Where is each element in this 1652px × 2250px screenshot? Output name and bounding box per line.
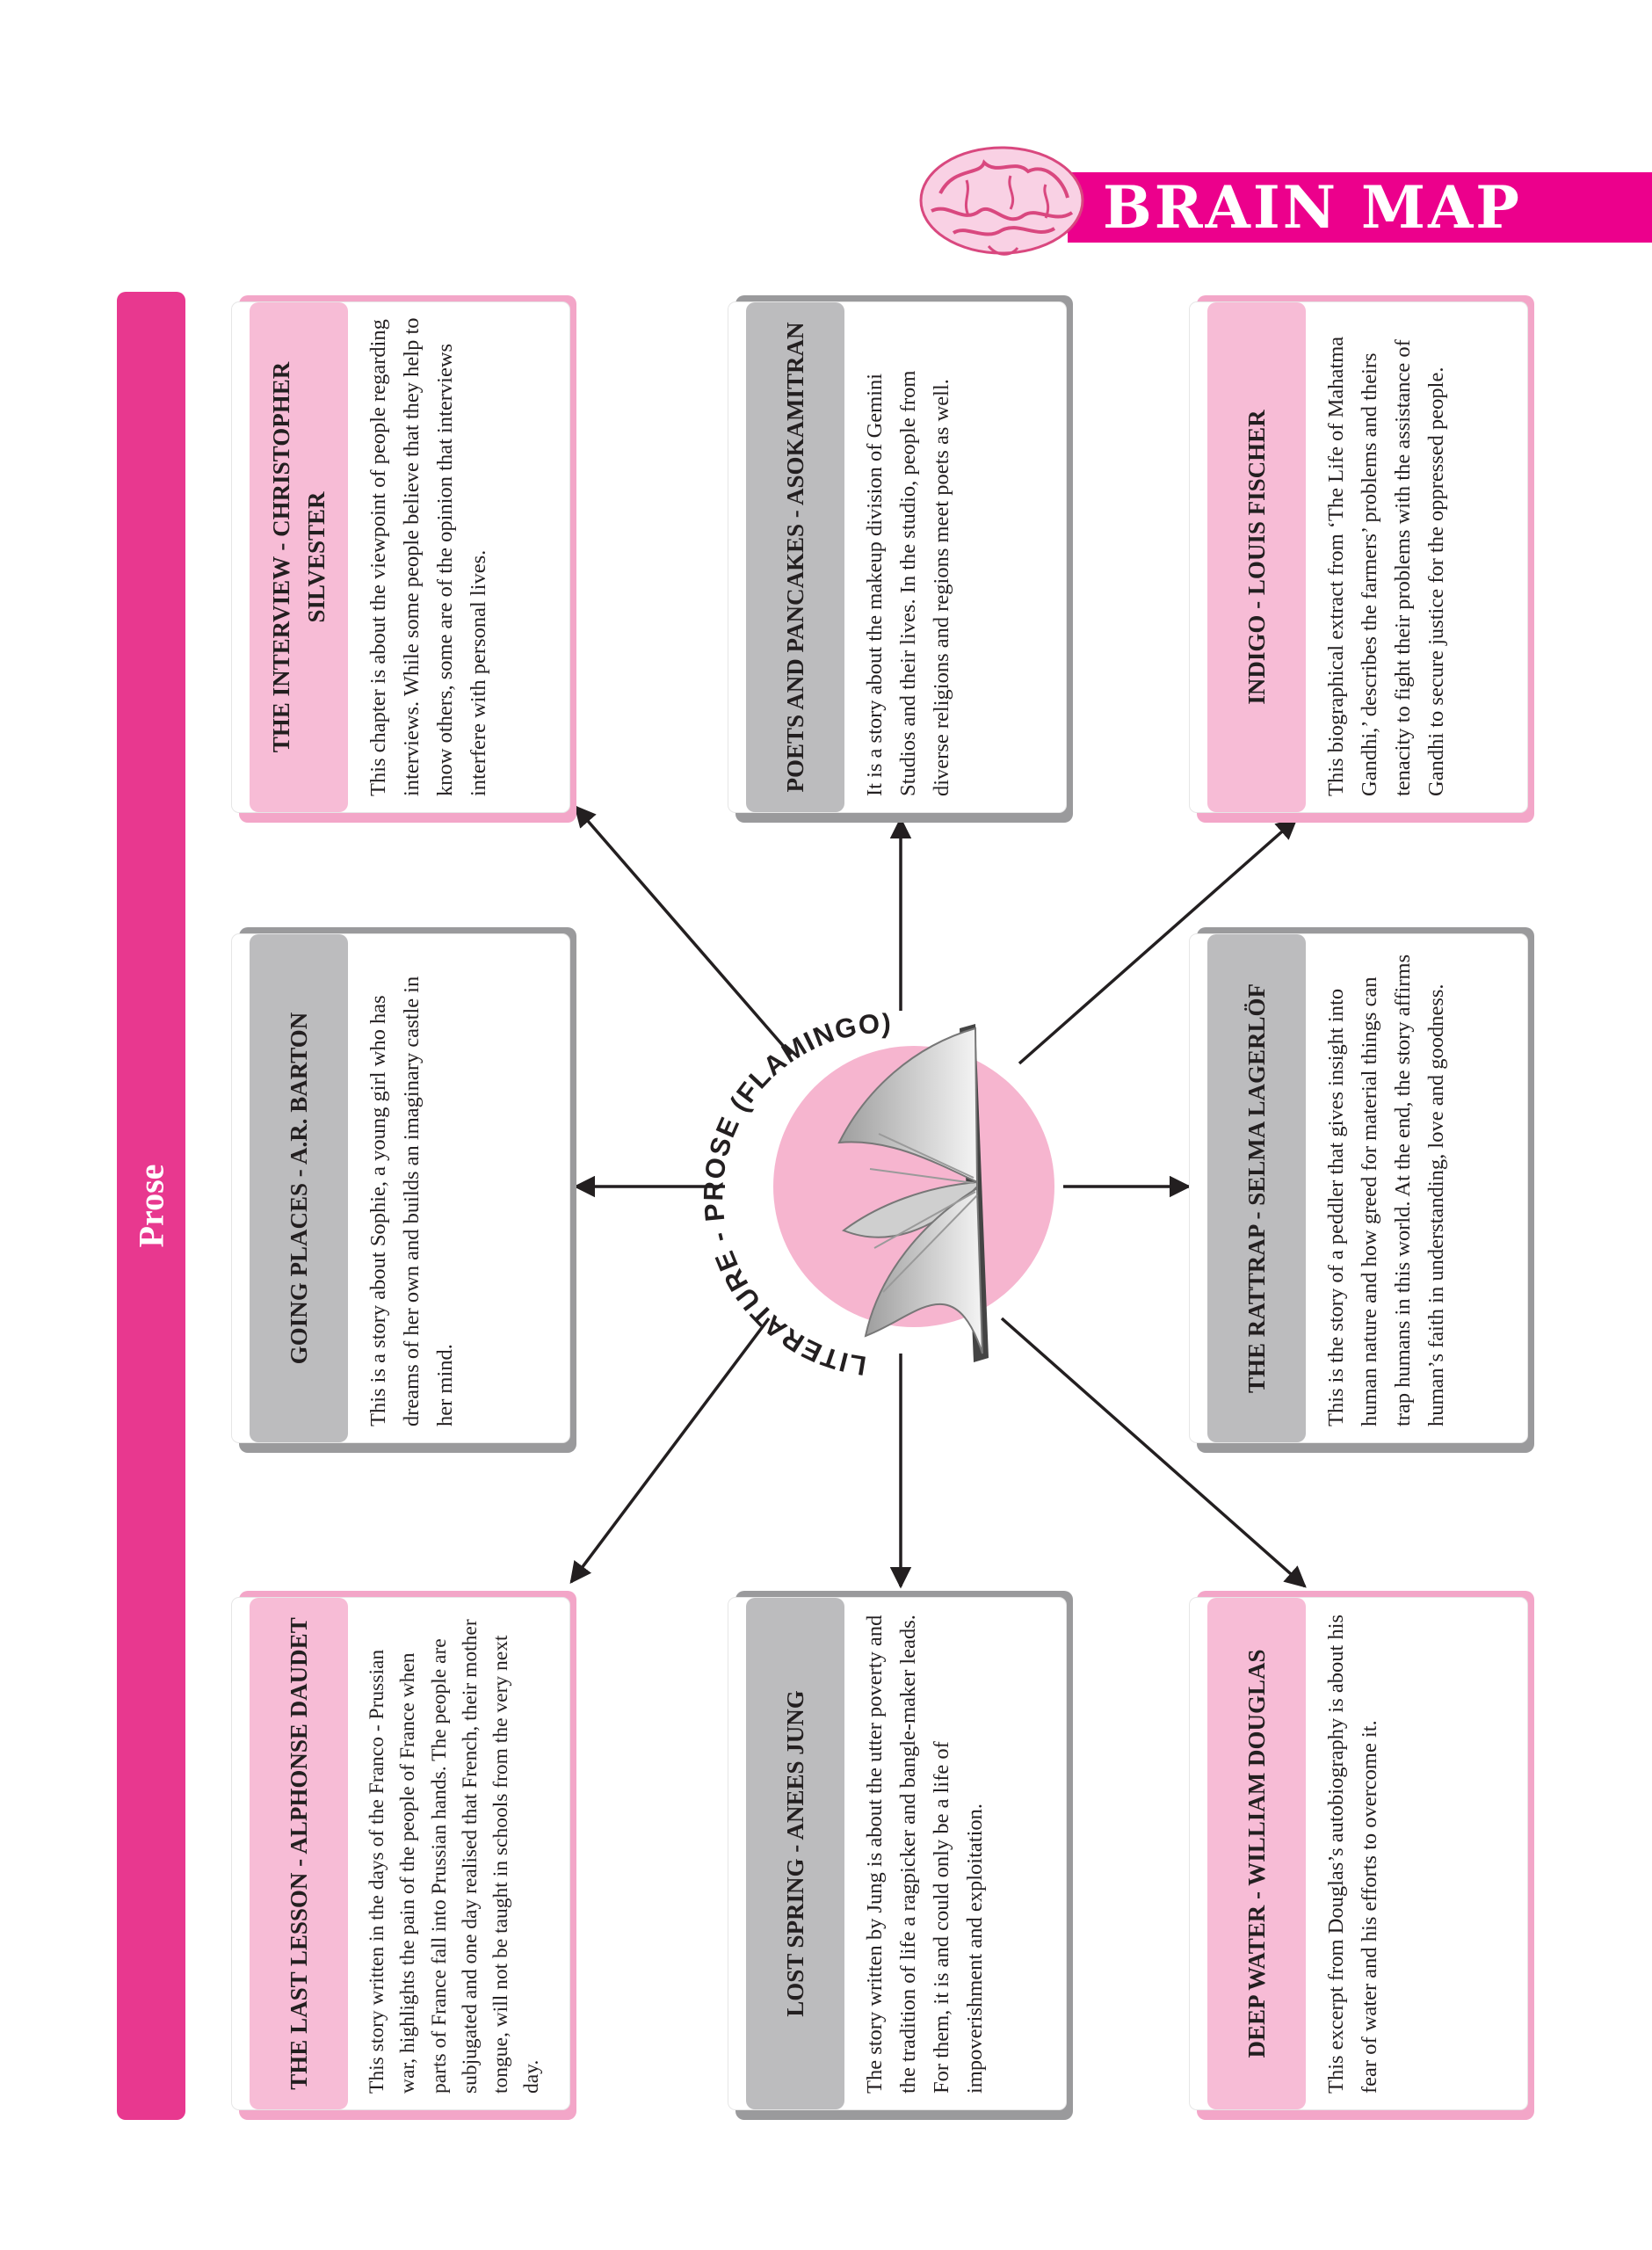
card-lost-spring-title: LOST SPRING - ANEES JUNG (746, 1598, 844, 2109)
card-interview: THE INTERVIEW - CHRISTOPHER SILVESTER Th… (232, 302, 569, 812)
arrow-to-deep-water (1000, 1317, 1307, 1588)
card-indigo: INDIGO - LOUIS FISCHER This biographical… (1190, 302, 1527, 812)
card-last-lesson-title: THE LAST LESSON - ALPHONSE DAUDET (250, 1598, 348, 2109)
header-banner (1068, 172, 1652, 243)
card-deep-water: DEEP WATER - WILLIAM DOUGLAS This excerp… (1190, 1598, 1527, 2109)
card-rattrap-text: This is the story of a peddler that give… (1324, 954, 1448, 1426)
card-interview-text: This chapter is about the viewpoint of p… (366, 317, 490, 796)
card-indigo-text: This biographical extract from ‘The Life… (1324, 336, 1448, 796)
card-poets-title: POETS AND PANCAKES - ASOKAMITRAN (746, 302, 844, 812)
card-deep-water-title: DEEP WATER - WILLIAM DOUGLAS (1207, 1598, 1306, 2109)
arrow-to-interview (574, 805, 793, 1056)
card-going-places: GOING PLACES - A.R. BARTON This is a sto… (232, 934, 569, 1442)
card-poets-text: It is a story about the makeup division … (863, 370, 953, 797)
card-interview-title: THE INTERVIEW - CHRISTOPHER SILVESTER (250, 302, 348, 812)
card-going-places-text: This is a story about Sophie, a young gi… (366, 976, 457, 1426)
section-bar: Prose (117, 292, 185, 2120)
card-deep-water-text: This excerpt from Douglas’s autobiograph… (1324, 1614, 1381, 2094)
page-title: BRAIN MAP (1103, 173, 1522, 242)
arrow-to-indigo (1018, 817, 1298, 1065)
card-going-places-title: GOING PLACES - A.R. BARTON (250, 934, 348, 1442)
book-icon (837, 1024, 989, 1362)
card-rattrap-title: THE RATTRAP - SELMA LAGERLÖF (1207, 934, 1306, 1442)
card-poets: POETS AND PANCAKES - ASOKAMITRAN It is a… (728, 302, 1066, 812)
brain-icon (914, 141, 1090, 264)
card-last-lesson: THE LAST LESSON - ALPHONSE DAUDET This s… (232, 1598, 569, 2109)
hub-label: LITERATURE - PROSE (FLAMINGO) (698, 1008, 892, 1382)
card-last-lesson-text: This story written in the days of the Fr… (366, 1619, 544, 2094)
card-indigo-title: INDIGO - LOUIS FISCHER (1207, 302, 1306, 812)
card-lost-spring-text: The story written by Jung is about the u… (863, 1615, 987, 2094)
arrow-to-last-lesson (569, 1317, 771, 1584)
card-lost-spring: LOST SPRING - ANEES JUNG The story writt… (728, 1598, 1066, 2109)
card-rattrap: THE RATTRAP - SELMA LAGERLÖF This is the… (1190, 934, 1527, 1442)
